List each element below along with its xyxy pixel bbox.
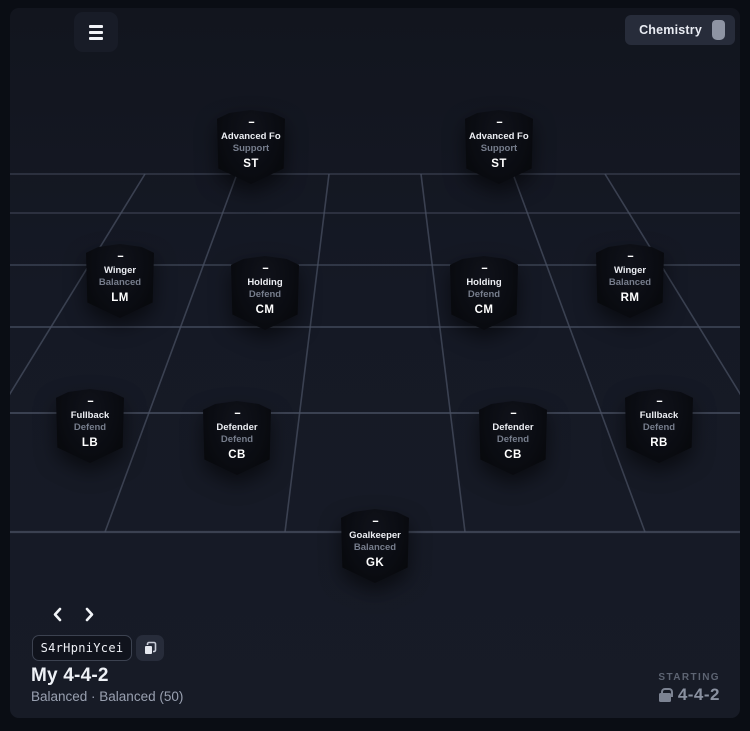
card-rating-placeholder: -- — [262, 262, 268, 274]
card-position: RM — [620, 292, 640, 304]
player-card-st-right[interactable]: -- Advanced Fo… Support ST — [465, 110, 533, 184]
player-card-shape: -- Advanced Fo… Support ST — [465, 110, 533, 184]
card-archetype-name: Holding — [247, 277, 283, 288]
chemistry-button-label: Chemistry — [639, 23, 702, 37]
card-focus: Support — [232, 143, 270, 154]
card-focus: Balanced — [98, 277, 142, 288]
player-card-rm[interactable]: -- Winger Balanced RM — [596, 244, 664, 318]
squad-title: My 4-4-2 — [31, 665, 109, 686]
starting-formation-value: 4-4-2 — [677, 685, 720, 704]
card-rating-placeholder: -- — [496, 116, 502, 128]
card-focus: Balanced — [353, 542, 397, 553]
card-rating-placeholder: -- — [87, 395, 93, 407]
player-card-shape: -- Holding Defend CM — [450, 256, 518, 330]
card-focus: Defend — [248, 289, 282, 300]
card-position: ST — [491, 158, 507, 170]
card-focus: Defend — [73, 422, 107, 433]
pitch-grid — [10, 173, 740, 534]
squad-subtitle: Balanced · Balanced (50) — [31, 689, 184, 704]
chevron-right-icon — [85, 607, 93, 621]
squad-builder-panel: Chemistry -- Advanced Fo… Support ST -- … — [10, 8, 740, 718]
player-card-cm-right[interactable]: -- Holding Defend CM — [450, 256, 518, 330]
player-card-cb-left[interactable]: -- Defender Defend CB — [203, 401, 271, 475]
card-icon — [712, 20, 725, 40]
chevron-left-icon — [53, 607, 61, 621]
card-rating-placeholder: -- — [656, 395, 662, 407]
card-rating-placeholder: -- — [248, 116, 254, 128]
player-card-shape: -- Fullback Defend LB — [56, 389, 124, 463]
card-focus: Defend — [496, 434, 530, 445]
card-archetype-name: Fullback — [639, 410, 679, 421]
copy-icon — [144, 641, 157, 655]
card-archetype-name: Fullback — [70, 410, 110, 421]
chemistry-button[interactable]: Chemistry — [625, 15, 735, 45]
card-rating-placeholder: -- — [510, 407, 516, 419]
card-rating-placeholder: -- — [372, 515, 378, 527]
starting-label: STARTING — [658, 672, 720, 683]
card-archetype-name: Goalkeeper — [349, 530, 401, 541]
squad-code-value: S4rHpniYcei — [40, 641, 124, 655]
card-position: GK — [365, 557, 385, 569]
card-focus: Balanced — [608, 277, 652, 288]
card-archetype-name: Defender — [216, 422, 258, 433]
card-position: RB — [650, 437, 668, 449]
card-position: CB — [228, 449, 246, 461]
player-card-cb-right[interactable]: -- Defender Defend CB — [479, 401, 547, 475]
player-card-st-left[interactable]: -- Advanced Fo… Support ST — [217, 110, 285, 184]
squad-code-field[interactable]: S4rHpniYcei — [32, 635, 132, 661]
menu-button[interactable] — [74, 12, 118, 52]
card-archetype-name: Winger — [103, 265, 137, 276]
card-rating-placeholder: -- — [481, 262, 487, 274]
card-position: LB — [81, 437, 99, 449]
card-position: CB — [504, 449, 522, 461]
card-focus: Defend — [642, 422, 676, 433]
card-archetype-name: Winger — [613, 265, 647, 276]
player-card-shape: -- Winger Balanced RM — [596, 244, 664, 318]
card-archetype-name: Advanced Fo… — [469, 131, 529, 142]
player-card-shape: -- Fullback Defend RB — [625, 389, 693, 463]
player-card-lm[interactable]: -- Winger Balanced LM — [86, 244, 154, 318]
player-card-shape: -- Winger Balanced LM — [86, 244, 154, 318]
copy-code-button[interactable] — [136, 635, 164, 661]
player-card-cm-left[interactable]: -- Holding Defend CM — [231, 256, 299, 330]
player-card-lb[interactable]: -- Fullback Defend LB — [56, 389, 124, 463]
card-rating-placeholder: -- — [627, 250, 633, 262]
starting-formation-block: STARTING 4-4-2 — [658, 672, 720, 705]
player-card-shape: -- Goalkeeper Balanced GK — [341, 509, 409, 583]
player-card-shape: -- Defender Defend CB — [203, 401, 271, 475]
card-rating-placeholder: -- — [234, 407, 240, 419]
player-card-shape: -- Defender Defend CB — [479, 401, 547, 475]
hamburger-icon — [89, 24, 103, 28]
card-focus: Defend — [467, 289, 501, 300]
player-card-shape: -- Advanced Fo… Support ST — [217, 110, 285, 184]
lock-icon — [658, 688, 673, 702]
card-rating-placeholder: -- — [117, 250, 123, 262]
card-archetype-name: Holding — [466, 277, 502, 288]
card-position: ST — [243, 158, 259, 170]
player-card-rb[interactable]: -- Fullback Defend RB — [625, 389, 693, 463]
prev-squad-button[interactable] — [46, 605, 68, 623]
card-position: CM — [255, 304, 275, 316]
card-focus: Support — [480, 143, 518, 154]
card-position: LM — [111, 292, 129, 304]
next-squad-button[interactable] — [78, 605, 100, 623]
player-card-shape: -- Holding Defend CM — [231, 256, 299, 330]
player-card-gk[interactable]: -- Goalkeeper Balanced GK — [341, 509, 409, 583]
card-archetype-name: Defender — [492, 422, 534, 433]
card-position: CM — [474, 304, 494, 316]
card-focus: Defend — [220, 434, 254, 445]
card-archetype-name: Advanced Fo… — [221, 131, 281, 142]
